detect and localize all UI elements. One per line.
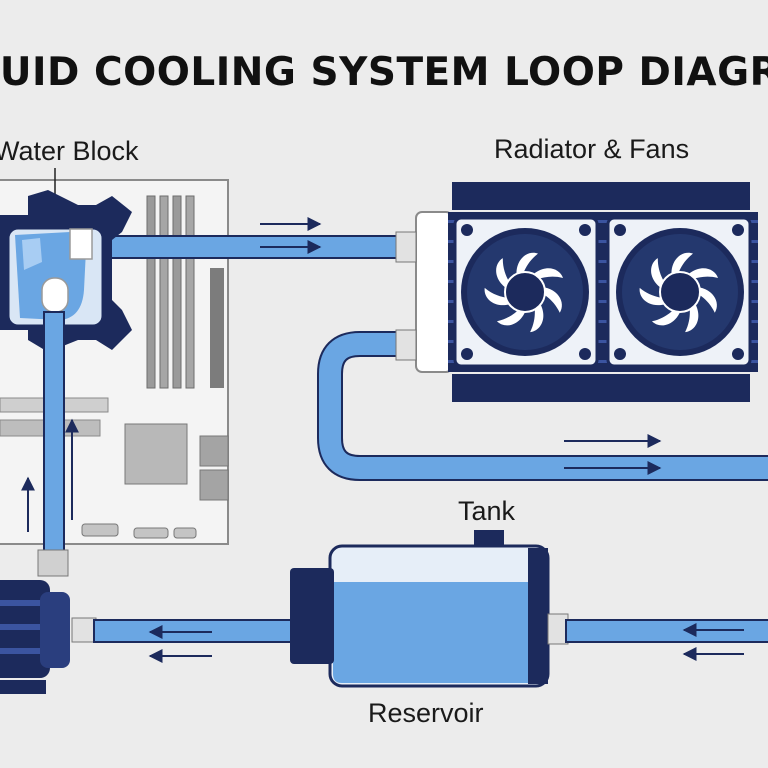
header-3 [173,527,197,539]
reservoir [290,530,569,688]
reservoir-endcap-right [528,548,548,684]
power-connector [210,268,224,388]
pipe-riser [43,311,65,555]
header-1 [81,523,119,537]
pump [0,549,97,694]
ram-slots [146,195,195,389]
fitting-inlet [41,277,69,313]
chip-2 [199,469,229,501]
diagram-title: UID COOLING SYSTEM LOOP DIAGR [0,50,768,95]
fan-right [606,216,752,368]
fitting-outlet [69,228,93,260]
label-water-block: Water Block [0,136,139,166]
radiator [395,182,758,402]
radiator-inlet-fitting [395,231,417,263]
radiator-fins [448,220,758,363]
label-reservoir: Reservoir [368,698,484,728]
water-block [0,190,132,352]
pump-fitting [37,549,69,577]
pump-outlet-fitting [71,617,97,643]
chipset [124,423,188,485]
label-radiator-fans: Radiator & Fans [494,134,690,164]
pipe-return [319,333,768,479]
label-tank: Tank [458,496,516,526]
radiator-outlet-fitting [395,329,417,361]
fan-left [453,216,599,368]
header-2 [133,527,169,539]
pipe-top [89,235,401,259]
reservoir-endcap-left [290,568,334,664]
chip-1 [199,435,229,467]
pipe-bottom-right [565,619,768,643]
